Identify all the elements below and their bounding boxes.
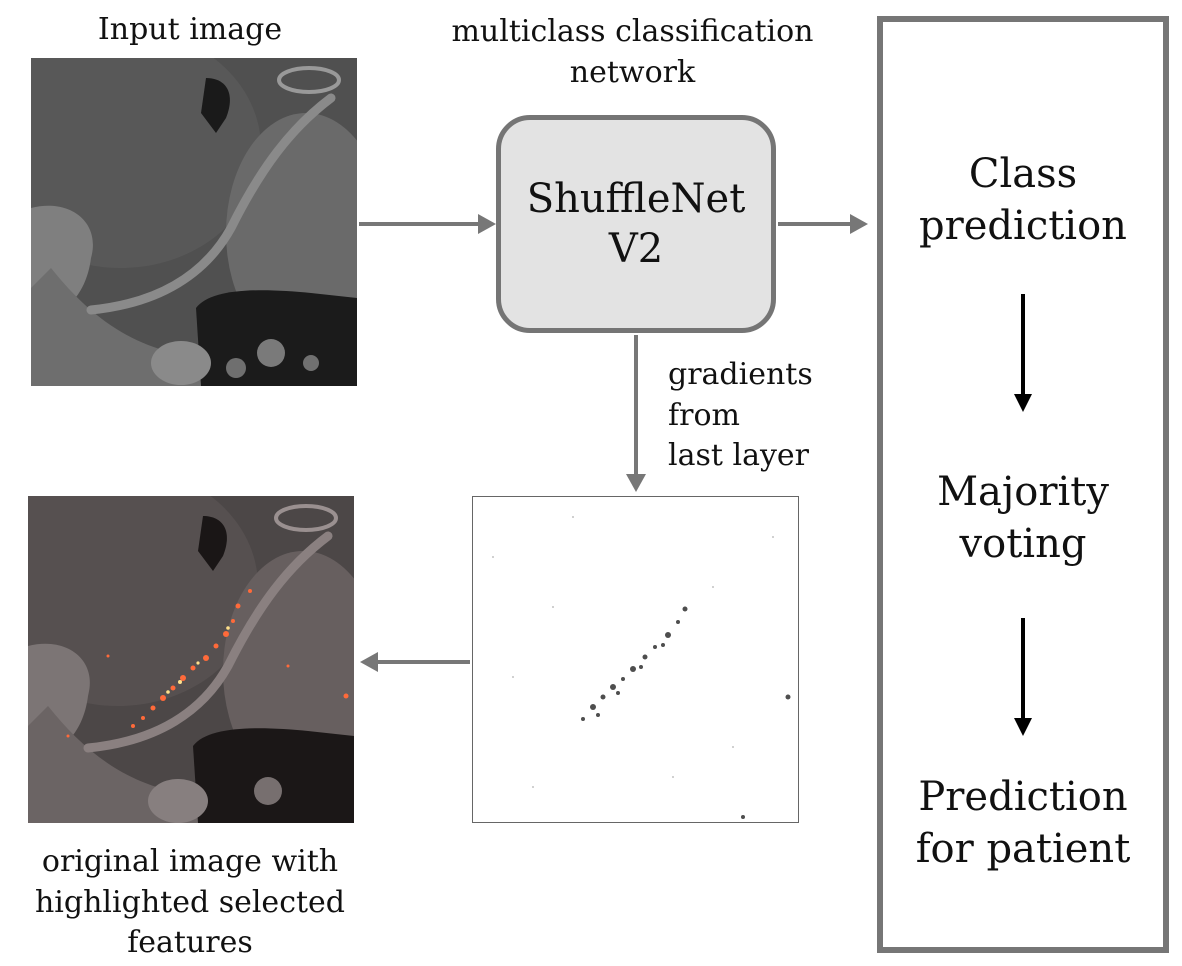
input-ct-image (31, 58, 357, 386)
prediction-pipeline-panel: Class prediction Majority voting Predict… (877, 16, 1169, 953)
class-prediction-label: Class prediction (919, 151, 1127, 249)
arrow-network-to-gradients (626, 335, 646, 492)
overlay-caption: original image with highlighted selected… (34, 844, 346, 960)
input-image-label: Input image (97, 12, 283, 47)
arrow-input-to-network (359, 214, 496, 234)
shufflenet-v2-box: ShuffleNet V2 (496, 115, 776, 333)
highlighted-features-image (28, 496, 354, 823)
network-version: V2 (608, 226, 664, 272)
arrow-voting-to-patient (1014, 618, 1032, 736)
network-caption: multiclass classification network (451, 14, 814, 90)
network-name: ShuffleNet (526, 176, 746, 222)
gradients-caption: gradients from last layer (668, 357, 813, 473)
arrow-prediction-to-voting (1014, 294, 1032, 412)
gradient-map-image (472, 496, 799, 823)
majority-voting-label: Majority voting (937, 469, 1109, 567)
arrow-gradients-to-overlay (360, 652, 470, 672)
arrow-network-to-prediction (778, 214, 868, 234)
patient-prediction-label: Prediction for patient (915, 774, 1131, 872)
